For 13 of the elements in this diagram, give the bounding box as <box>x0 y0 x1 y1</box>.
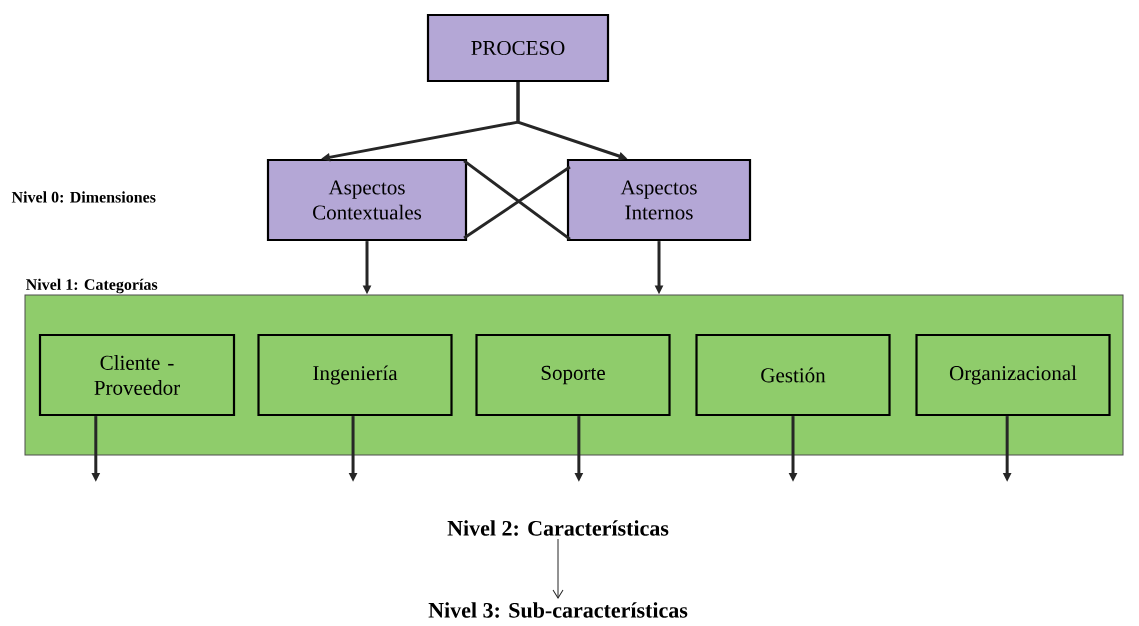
node-label: Nivel 1: Categorías <box>26 278 158 294</box>
category-box: Soporte <box>475 333 671 417</box>
category-box: Gestión <box>695 333 891 417</box>
dimension-box: Aspectos Internos <box>566 158 752 242</box>
level-heading: Nivel 3: Sub-características <box>428 602 688 618</box>
level-label: Nivel 0: Dimensiones <box>11 191 156 203</box>
arrow <box>552 538 564 599</box>
dimension-box: Aspectos Contextuales <box>266 158 468 242</box>
category-box: Organizacional <box>915 333 1111 417</box>
level-heading: Nivel 2: Características <box>447 520 669 536</box>
dimension-box: PROCESO <box>426 13 610 83</box>
category-box: Ingeniería <box>257 333 453 417</box>
category-box: Cliente - Proveedor <box>38 333 236 417</box>
